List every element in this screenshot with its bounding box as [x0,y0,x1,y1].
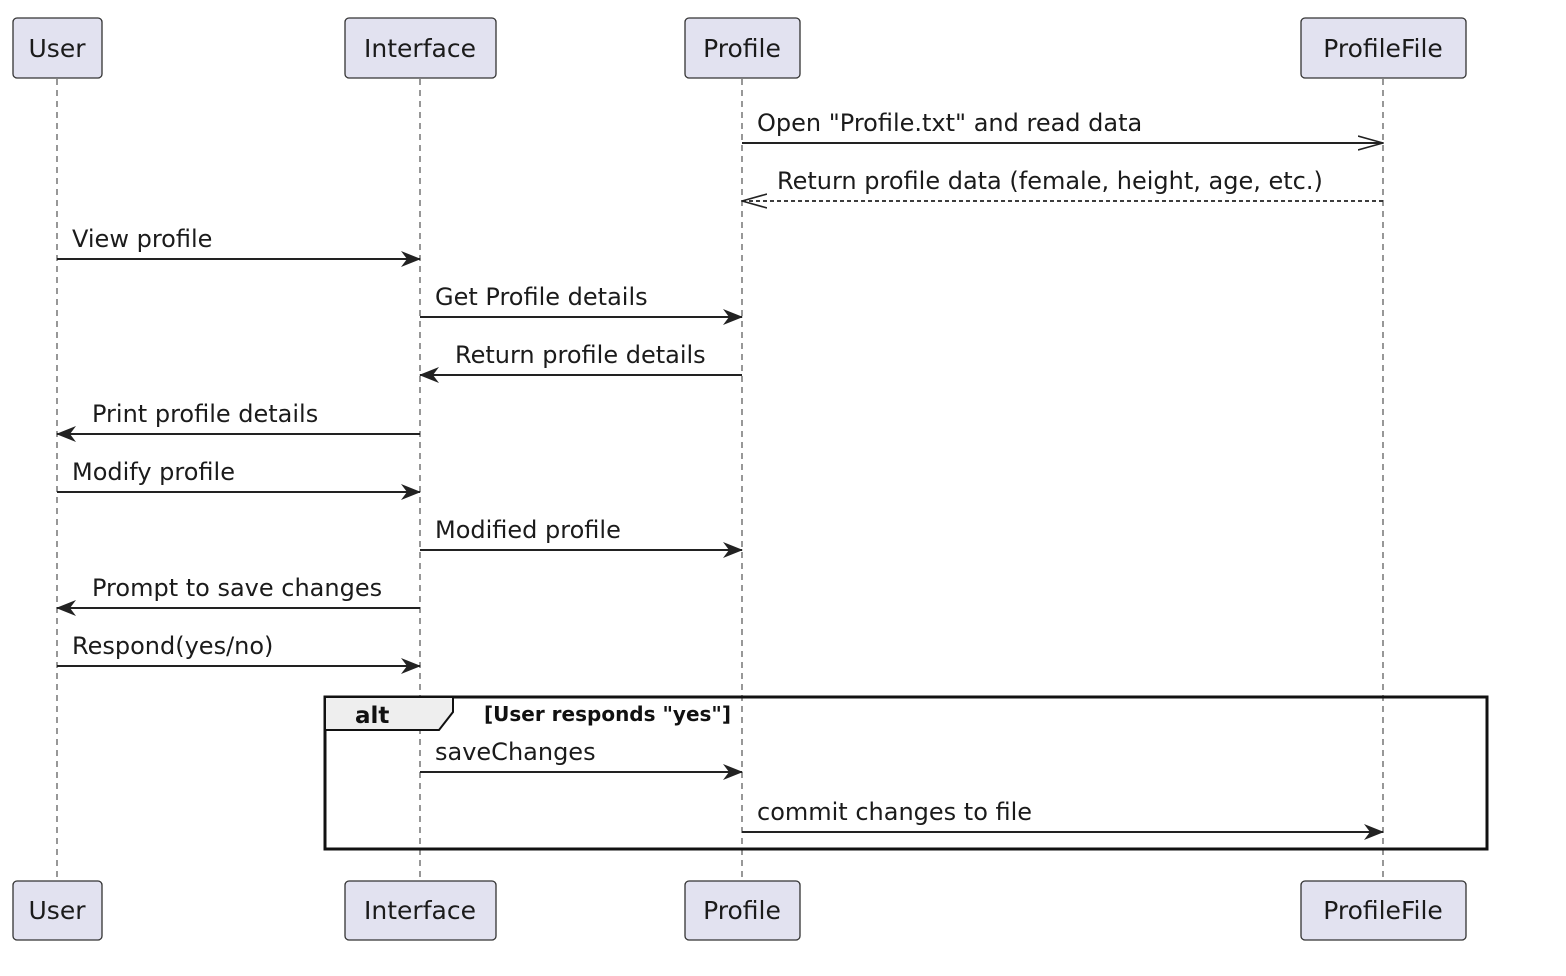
message-label: Modify profile [72,458,235,486]
alt-frame-tab [324,696,454,731]
message-label: Modified profile [435,516,621,544]
message-arrow: Modified profile [420,516,743,558]
participant-label: ProfileFile [1323,896,1443,925]
message-arrow: View profile [57,225,421,267]
message-arrow: Modify profile [57,458,421,500]
message-label: Print profile details [92,400,318,428]
message-label: Return profile details [455,341,706,369]
message-arrow: Print profile details [56,400,420,442]
participant-label: Interface [364,34,476,63]
participant-label: Interface [364,896,476,925]
alt-fragment: alt [User responds "yes"] [323,695,1489,851]
fragment-operator: alt [355,703,389,729]
lifelines [56,79,1384,880]
message-label: Open "Profile.txt" and read data [757,109,1142,137]
message-arrow: Open "Profile.txt" and read data [742,109,1383,143]
participant-profilefile-bottom: ProfileFile [1300,880,1467,941]
message-arrow: Return profile data (female, height, age… [742,167,1383,201]
participant-label: Profile [703,34,781,63]
participant-label: User [29,34,87,63]
fragment-guard: [User responds "yes"] [484,702,731,726]
participant-interface-top: Interface [344,17,497,79]
participant-label: User [29,896,87,925]
participants-top: User Interface Profile ProfileFile [12,17,1467,79]
message-label: saveChanges [435,738,596,766]
message-arrow: commit changes to file [742,798,1384,840]
message-arrow: saveChanges [420,738,743,780]
participant-profilefile-top: ProfileFile [1300,17,1467,79]
participant-label: Profile [703,896,781,925]
message-label: Prompt to save changes [92,574,382,602]
message-label: commit changes to file [757,798,1032,826]
participant-profile-bottom: Profile [684,880,801,941]
alt-frame [323,695,1489,851]
participant-user-bottom: User [12,880,103,941]
message-label: Return profile data (female, height, age… [777,167,1323,195]
participant-label: ProfileFile [1323,34,1443,63]
participant-profile-top: Profile [684,17,801,79]
participant-user-top: User [12,17,103,79]
message-label: Get Profile details [435,283,648,311]
message-arrow: Return profile details [419,341,742,383]
message-label: Respond(yes/no) [72,632,273,660]
message-arrow: Prompt to save changes [56,574,420,616]
participant-interface-bottom: Interface [344,880,497,941]
message-arrow: Get Profile details [420,283,743,325]
message-label: View profile [72,225,212,253]
participants-bottom: User Interface Profile ProfileFile [12,880,1467,941]
message-arrow: Respond(yes/no) [57,632,421,674]
